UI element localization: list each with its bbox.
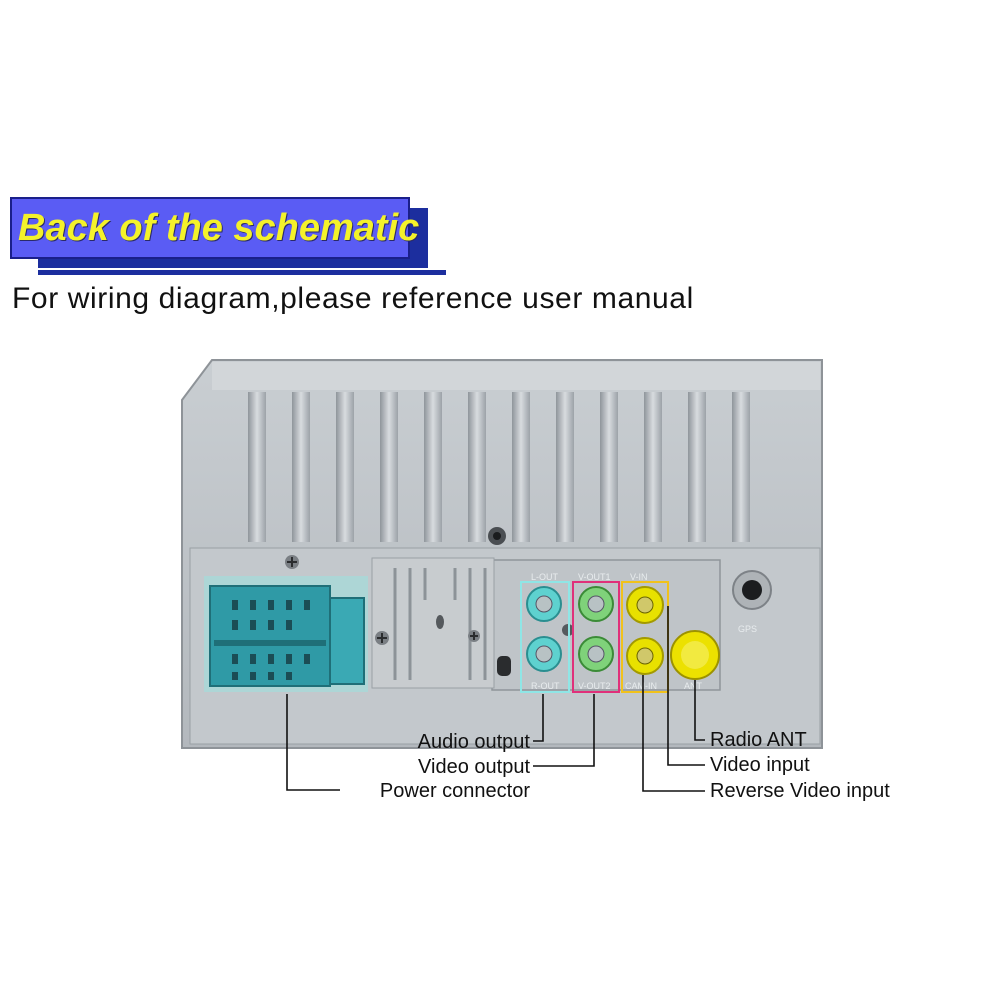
mark-v-out1: V-OUT1 (578, 572, 611, 582)
subtitle: For wiring diagram,please reference user… (12, 282, 694, 315)
leader-reverse (642, 675, 705, 792)
leader-radio (694, 680, 705, 741)
audio-jack-l-icon (526, 586, 562, 622)
leader-video-out (533, 694, 595, 767)
leader-audio (533, 694, 544, 742)
title-underline (38, 270, 446, 275)
leader-lines (286, 606, 705, 792)
label-video-input: Video input (710, 754, 810, 776)
mark-v-out2: V-OUT2 (578, 681, 611, 691)
page-title: Back of the schematic (18, 207, 420, 249)
mark-v-in: V-IN (630, 572, 648, 582)
vent-slots (393, 568, 487, 680)
leader-video-in (667, 606, 705, 766)
label-radio-ant: Radio ANT (710, 729, 807, 751)
video-input-jack-icon (626, 586, 664, 624)
mark-ant: ANT (684, 681, 703, 691)
video-out-jack-2-icon (578, 636, 614, 672)
label-video-output: Video output (418, 756, 530, 778)
label-reverse-video-input: Reverse Video input (710, 780, 890, 802)
mark-cam-in: CAM-IN (625, 681, 657, 691)
mark-r-out: R-OUT (531, 681, 560, 691)
screw-icon (468, 630, 480, 642)
label-power-connector: Power connector (379, 780, 530, 802)
leader-power (286, 694, 340, 791)
mark-gps: GPS (738, 624, 757, 634)
gps-connector-icon (732, 570, 772, 610)
audio-output-highlight (520, 581, 570, 693)
radio-antenna-jack-icon (670, 630, 720, 680)
title-banner (10, 197, 410, 259)
reverse-video-jack-icon (626, 637, 664, 675)
screw-icon (375, 631, 389, 645)
vent-plate (371, 557, 495, 689)
audio-jack-r-icon (526, 636, 562, 672)
video-out-jack-1-icon (578, 586, 614, 622)
label-audio-output: Audio output (417, 731, 530, 753)
mark-l-out: L-OUT (531, 572, 559, 582)
screw-icon (488, 527, 506, 545)
heatsink-plate (212, 362, 820, 390)
power-connector-icon (204, 576, 368, 692)
port-marks: L-OUT R-OUT V-OUT1 V-OUT2 V-IN CAM-IN AN… (531, 572, 757, 691)
video-output-highlight (572, 581, 620, 693)
heatsink-fins (248, 392, 750, 542)
screw-icon (285, 555, 299, 569)
